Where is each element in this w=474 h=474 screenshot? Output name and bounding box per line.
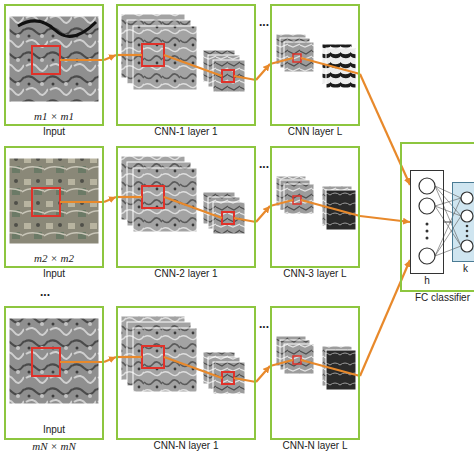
box-label: CNN layer L: [288, 126, 342, 138]
flow-path: [60, 55, 360, 382]
flow-arrow: [360, 260, 410, 376]
feature-maps: [121, 14, 356, 92]
layer-box: CNN-1 layer 1: [116, 4, 256, 126]
box-label: FC classifier: [415, 292, 470, 304]
ellipsis: ...: [259, 158, 269, 170]
box-label: CNN-3 layer L: [283, 268, 346, 280]
box-label: CNN-2 layer 1: [154, 268, 217, 280]
box-label: Input: [43, 268, 65, 280]
ellipsis: ...: [259, 16, 269, 28]
size-label: mN × mN: [32, 440, 75, 452]
box-label: Input: [43, 126, 65, 138]
size-label: m2 × m2: [34, 252, 74, 264]
layer-box: CNN-2 layer 1: [116, 146, 256, 268]
layer-box: CNN-N layer 1: [116, 306, 256, 440]
ellipsis: ...: [259, 318, 269, 330]
flow-arrow: [256, 366, 270, 382]
layer-box: CNN-3 layer L: [270, 146, 360, 268]
flow-arrow: [444, 222, 452, 223]
receptive-field: [142, 186, 301, 224]
size-label: m1 × m1: [34, 110, 74, 122]
flow-arrow: [104, 357, 116, 362]
box-label: k: [463, 263, 468, 275]
flow-arrow: [256, 64, 270, 80]
box-label: CNN-N layer L: [282, 440, 347, 452]
flow-arrow: [104, 55, 116, 60]
output-layer-box: k: [452, 182, 474, 262]
flow-arrow: [360, 74, 410, 185]
neurons: [419, 178, 473, 264]
flow-arrow: [256, 206, 270, 222]
input-box: InputmN × mN: [4, 306, 104, 440]
fc-connections: [435, 186, 461, 256]
input-box: m1 × m1Input: [4, 4, 104, 126]
output-layer-fill: [453, 183, 474, 261]
input-box: m2 × m2Input: [4, 146, 104, 268]
feature-maps: [121, 316, 356, 394]
receptive-field: [142, 44, 301, 82]
neuron-dots: [426, 223, 469, 240]
layer-box: CNN-N layer L: [270, 306, 360, 440]
classifier-box: FC classifierhk: [400, 142, 474, 292]
hidden-layer-box: h: [410, 170, 444, 274]
receptive-field: [142, 346, 301, 384]
flow-arrow: [360, 216, 410, 222]
layer-box: CNN layer L: [270, 4, 360, 126]
box-label: Input: [43, 424, 65, 436]
flow-arrow: [104, 197, 116, 202]
ellipsis: ...: [40, 286, 50, 298]
box-label: CNN-1 layer 1: [154, 126, 217, 138]
box-label: h: [424, 275, 430, 287]
feature-maps: [121, 156, 356, 234]
box-label: CNN-N layer 1: [153, 440, 218, 452]
